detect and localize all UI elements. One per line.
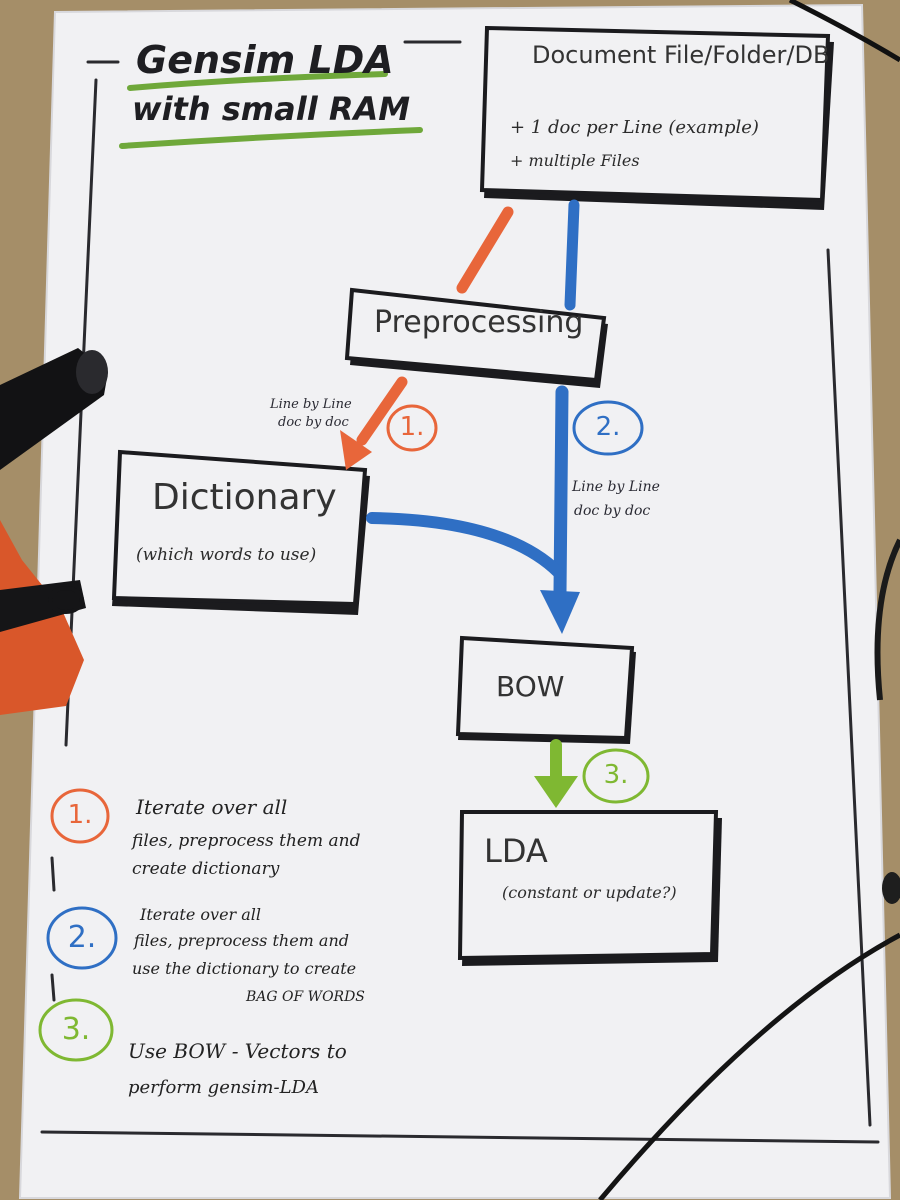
legend-1-line1: Iterate over all bbox=[136, 795, 288, 819]
legend-circle-3 bbox=[38, 998, 114, 1062]
edge-label-orange-line1: Line by Line bbox=[270, 397, 352, 412]
legend-2-line3: use the dictionary to create bbox=[132, 959, 357, 978]
legend-number-1: 1. bbox=[67, 800, 93, 830]
lda-subtitle: (constant or update?) bbox=[502, 883, 677, 902]
legend-3-line1: Use BOW - Vectors to bbox=[128, 1039, 347, 1063]
title-underline-2 bbox=[119, 127, 423, 149]
legend-number-2: 2. bbox=[67, 920, 97, 955]
orange-strap bbox=[0, 520, 86, 715]
lda-box bbox=[457, 810, 722, 966]
bow-box bbox=[455, 635, 636, 744]
cable-right bbox=[874, 538, 900, 701]
diagram-title-line1: Gensim LDA bbox=[136, 38, 394, 82]
marker-pen bbox=[0, 348, 108, 470]
dictionary-box bbox=[111, 449, 370, 615]
step-circle-3 bbox=[582, 748, 650, 804]
lda-title: LDA bbox=[484, 832, 548, 870]
cable-top bbox=[788, 0, 900, 63]
step-circle-1 bbox=[386, 404, 438, 452]
preprocessing-title: Preprocessing bbox=[374, 305, 584, 340]
title-underline-1 bbox=[127, 71, 388, 91]
edge-document-to-preprocessing-blue bbox=[564, 199, 580, 311]
step-number-2: 2. bbox=[595, 412, 621, 442]
step-number-3: 3. bbox=[603, 760, 629, 790]
cable-bottom bbox=[598, 932, 900, 1200]
legend-2-line2: files, preprocess them and bbox=[134, 931, 350, 950]
bow-title: BOW bbox=[496, 670, 565, 703]
document-box bbox=[479, 25, 834, 210]
document-bullet-1: + 1 doc per Line (example) bbox=[510, 117, 759, 138]
edge-label-orange-line2: doc by doc bbox=[278, 415, 349, 430]
cable-plug bbox=[882, 872, 900, 904]
dictionary-title: Dictionary bbox=[152, 477, 337, 518]
edge-dictionary-to-bow bbox=[366, 512, 564, 578]
legend-2-line1: Iterate over all bbox=[140, 905, 262, 924]
legend-number-3: 3. bbox=[61, 1012, 91, 1047]
document-title: Document File/Folder/DB bbox=[532, 41, 830, 69]
dictionary-subtitle: (which words to use) bbox=[136, 545, 317, 565]
arrowhead-bow bbox=[540, 590, 580, 634]
legend-1-line2: files, preprocess them and bbox=[132, 831, 361, 851]
legend-3-line2: perform gensim-LDA bbox=[128, 1077, 319, 1098]
legend-circle-2 bbox=[46, 906, 118, 970]
edge-label-blue-line1: Line by Line bbox=[572, 479, 660, 495]
preprocessing-box bbox=[344, 287, 608, 388]
step-number-1: 1. bbox=[399, 412, 425, 442]
legend-2-line4: BAG OF WORDS bbox=[246, 989, 365, 1005]
diagram-title-line2: with small RAM bbox=[132, 90, 411, 128]
arrowhead-dictionary bbox=[340, 430, 372, 470]
legend-circle-1 bbox=[50, 788, 110, 844]
document-bullet-2: + multiple Files bbox=[510, 151, 640, 170]
edge-preprocessing-to-bow bbox=[553, 385, 569, 599]
legend-1-line3: create dictionary bbox=[132, 859, 280, 879]
edge-document-to-preprocessing-orange bbox=[456, 206, 514, 294]
arrowhead-lda bbox=[534, 776, 578, 808]
edge-preprocessing-to-dictionary bbox=[356, 376, 408, 446]
step-circle-2 bbox=[572, 400, 644, 456]
edge-label-blue-line2: doc by doc bbox=[574, 503, 651, 519]
